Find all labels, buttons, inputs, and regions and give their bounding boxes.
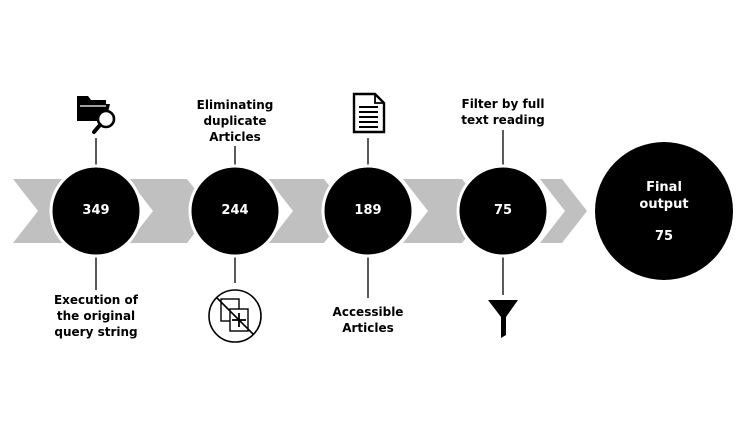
step-node-2 bbox=[188, 164, 282, 258]
filter-funnel-icon bbox=[488, 300, 518, 338]
step-1-value: 349 bbox=[82, 203, 110, 218]
final-output-value: 75 bbox=[654, 229, 674, 244]
step-nodes bbox=[49, 164, 550, 258]
step-node-4 bbox=[456, 164, 550, 258]
step-3-label: Accessible Articles bbox=[332, 305, 404, 335]
step-3-value: 189 bbox=[354, 203, 382, 218]
step-node-3 bbox=[321, 164, 415, 258]
step-1-label: Execution of the original query string bbox=[53, 293, 138, 339]
step-2-value: 244 bbox=[221, 203, 249, 218]
final-node bbox=[595, 142, 733, 280]
step-2-label: Eliminating duplicate Articles bbox=[196, 98, 274, 144]
remove-duplicate-icon bbox=[208, 289, 262, 343]
folder-search-icon bbox=[77, 96, 116, 134]
step-4-label: Filter by full text reading bbox=[461, 97, 545, 127]
chevron-2 bbox=[128, 179, 212, 243]
document-icon bbox=[352, 92, 386, 134]
step-node-1 bbox=[49, 164, 143, 258]
final-output-title: Final output bbox=[639, 180, 689, 212]
connectors bbox=[95, 130, 504, 298]
chevron-5 bbox=[540, 179, 587, 243]
step-4-value: 75 bbox=[493, 203, 513, 218]
